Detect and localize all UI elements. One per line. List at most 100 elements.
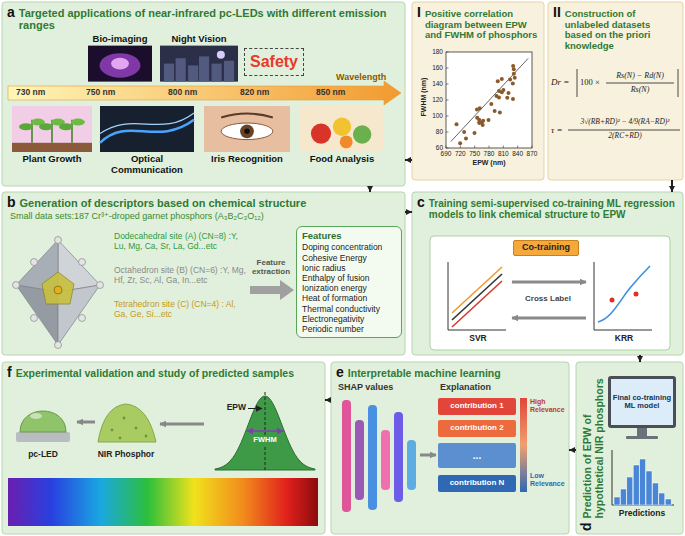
photo-ground xyxy=(160,46,238,82)
relevance-scale xyxy=(520,398,527,492)
flow-arrow xyxy=(405,159,412,161)
data-point xyxy=(464,136,468,140)
feature-item: Ionization energy xyxy=(302,283,396,293)
data-point xyxy=(486,118,490,122)
data-point xyxy=(513,76,517,80)
panel-letter: a xyxy=(7,5,15,20)
data-point xyxy=(462,130,466,134)
panel-ground xyxy=(2,2,405,186)
width-label: FWHM xyxy=(250,436,280,445)
panel-letter: f xyxy=(7,365,12,380)
data-point xyxy=(511,64,515,68)
tick-mark xyxy=(446,100,449,101)
tick-mark xyxy=(489,146,490,149)
image-caption: Iris Recognition xyxy=(204,154,290,165)
image-caption: Plant Growth xyxy=(12,154,92,165)
atom xyxy=(31,259,38,266)
image-caption: Bio-imaging xyxy=(88,34,152,45)
formula-numerator: 3√(RB+RD)² − 4/9(RA−RD)² xyxy=(568,118,682,127)
building xyxy=(211,64,221,82)
panel-title: Interpretable machine learning xyxy=(348,368,564,380)
photo-ground xyxy=(88,46,152,82)
flow-arrow xyxy=(569,449,576,451)
axis-title: EPW (nm) xyxy=(464,159,514,167)
box-text: contribution 2 xyxy=(450,424,503,433)
list-heading: Features xyxy=(302,230,396,241)
fruit xyxy=(353,125,371,143)
glow xyxy=(100,53,141,77)
tick-label: 780 xyxy=(480,150,498,157)
atom xyxy=(13,282,20,289)
panel-heading: bGeneration of descriptors based on chem… xyxy=(2,192,405,210)
image-caption: Food Analysis xyxy=(300,154,384,165)
image-tile: Plant Growth xyxy=(12,106,92,165)
photo xyxy=(204,106,290,152)
fraction-bar xyxy=(606,83,674,84)
abs-bar xyxy=(678,69,679,97)
process-box: Co-training xyxy=(513,240,579,256)
panel-ground xyxy=(576,362,683,534)
building xyxy=(164,64,174,82)
panel-letter: e xyxy=(336,365,344,380)
photo xyxy=(12,106,92,152)
plot-axes xyxy=(448,262,506,330)
pointer-arrow xyxy=(248,408,262,409)
warning-box: Safety xyxy=(244,48,304,76)
building xyxy=(176,58,186,81)
tick-mark xyxy=(503,146,504,149)
histogram-bar xyxy=(633,465,639,505)
tick-label: 690 xyxy=(437,150,455,157)
panel-ground xyxy=(2,192,405,355)
data-point xyxy=(493,109,497,113)
section-label: Explanation xyxy=(440,382,491,392)
panel-heading: e Interpretable machine learning xyxy=(331,362,569,380)
wavelength-arrow xyxy=(8,81,401,105)
data-point xyxy=(507,91,511,95)
shap-bar xyxy=(394,412,403,502)
panel-letter: b xyxy=(7,195,16,210)
fiber-cable xyxy=(100,113,194,134)
atom xyxy=(79,315,86,322)
image-caption: Night Vision xyxy=(160,34,238,45)
tick-label: 180 xyxy=(424,48,443,55)
histogram-bar xyxy=(646,471,652,505)
data-point xyxy=(505,96,509,100)
process-arrow xyxy=(77,421,95,424)
regression-curve xyxy=(598,266,650,322)
tick-label: 870 xyxy=(523,150,541,157)
scale-label: High Relevance xyxy=(530,398,568,414)
peak-label: EPW xyxy=(216,403,246,413)
histogram-bar xyxy=(659,493,665,505)
regression-line xyxy=(452,274,502,320)
spectrum-bar xyxy=(8,478,318,526)
tick-label: 160 xyxy=(424,64,443,71)
tick-label: 840 xyxy=(509,150,527,157)
scale-label: Low Relevance xyxy=(530,472,568,488)
tick-mark xyxy=(517,146,518,149)
box-text: contribution 1 xyxy=(450,402,503,411)
model-name: KRR xyxy=(596,334,652,344)
panel-letter: d xyxy=(579,522,594,531)
feature-item: Ionic radius xyxy=(302,263,396,273)
plot-axes xyxy=(594,262,652,330)
flow-arrow xyxy=(405,211,412,213)
data-point xyxy=(489,102,493,106)
image-tile: Iris Recognition xyxy=(204,106,290,165)
wavelength-tick: 750 nm xyxy=(86,88,115,98)
tick-mark xyxy=(446,148,449,149)
photo xyxy=(88,46,152,82)
contribution-box: ... xyxy=(438,443,516,468)
tick-mark xyxy=(446,84,449,85)
panel-ground xyxy=(412,2,544,180)
tick-label: 80 xyxy=(424,128,443,135)
panel-letter: II xyxy=(553,5,561,20)
axis-label: Wavelength xyxy=(336,72,386,82)
photo xyxy=(100,106,194,152)
led-base xyxy=(16,432,70,442)
contribution-box: contribution 2 xyxy=(438,420,516,437)
grain xyxy=(111,429,114,432)
plot-axes xyxy=(612,450,674,505)
model-name: SVR xyxy=(450,334,506,344)
moon xyxy=(217,51,225,59)
data-point xyxy=(455,122,459,126)
